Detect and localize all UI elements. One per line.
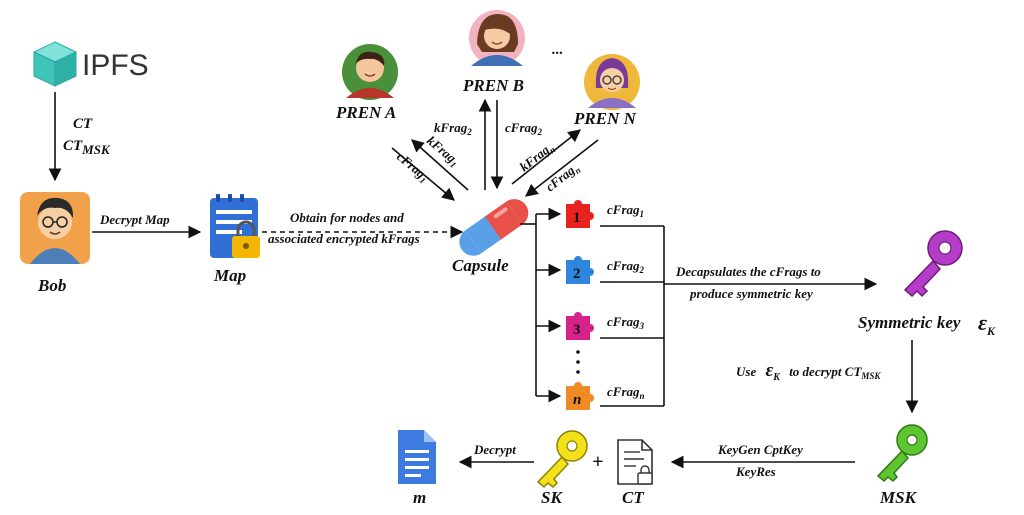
map-label: Map (213, 266, 246, 285)
yellow-key-icon (536, 430, 588, 489)
m-label: m (413, 488, 426, 507)
obtain-label-line1: Obtain for nodes and (290, 210, 404, 225)
decapsulate-label-line2: produce symmetric key (689, 286, 813, 301)
decapsulate-label-line1: Decapsulates the cFrags to (675, 264, 821, 279)
pren-n-kfrag-label: kFragn (517, 139, 558, 176)
decrypt-map-label: Decrypt Map (99, 212, 170, 227)
puzzle-piece-icon: 2 (566, 256, 594, 284)
ipfs-cube-icon (32, 41, 78, 87)
bob-avatar-icon (20, 192, 90, 264)
puzzle-piece-icon: 3 (566, 312, 594, 340)
pren-n-cfrag-label: cFragn (543, 159, 583, 195)
plaintext-document-icon (398, 430, 436, 484)
puzzle-piece-icon: 1 (566, 200, 594, 228)
bob-label: Bob (37, 276, 66, 295)
pren-a-kfrag-label: kFrag1 (423, 133, 463, 170)
capsule-to-pren-n-kfrag-arrow (511, 129, 582, 185)
ipfs-ctmsk-label: CTMSK (63, 138, 111, 157)
pren-b-label: PREN B (462, 76, 524, 95)
pren-a-to-capsule-cfrag-arrow (391, 147, 455, 201)
svg-text:2: 2 (573, 266, 581, 282)
pren-a-avatar-icon (342, 44, 398, 100)
decrypt-label: Decrypt (473, 442, 516, 457)
msk-label: MSK (879, 488, 918, 507)
pren-b-avatar-icon (469, 10, 525, 66)
ellipsis-dot (576, 370, 580, 374)
ipfs-label: IPFS (82, 49, 149, 82)
pren-n-to-capsule-cfrag-arrow (524, 139, 599, 197)
fragment-n-label: cFragn (607, 384, 645, 401)
keygen-label-line2: KeyRes (735, 464, 776, 479)
puzzle-piece-icon: n (566, 382, 594, 410)
pren-a-cfrag-label: cFrag1 (393, 149, 432, 186)
pren-a-label: PREN A (335, 103, 396, 122)
ellipsis-dot (576, 350, 580, 354)
capsule-to-pren-a-kfrag-arrow (411, 139, 469, 191)
symmetric-key-label: Symmetric key (858, 313, 961, 332)
green-key-icon (876, 424, 928, 483)
ellipsis-dot (576, 360, 580, 364)
keygen-label-line1: KeyGen CptKey (717, 442, 803, 457)
purple-key-icon (903, 230, 963, 298)
capsule-label: Capsule (452, 256, 509, 275)
capsule-pill-icon (459, 199, 529, 256)
obtain-label-line2: associated encrypted kFrags (268, 231, 420, 246)
svg-text:n: n (573, 392, 581, 408)
ipfs-ct-label: CT (73, 116, 93, 132)
svg-text:3: 3 (573, 322, 581, 338)
pren-b-cfrag-label: cFrag2 (505, 120, 543, 137)
fragment-2-label: cFrag2 (607, 258, 645, 275)
ciphertext-document-icon (617, 439, 653, 485)
lock-icon (232, 220, 260, 258)
fragment-3-label: cFrag3 (607, 314, 645, 331)
sk-label: SK (541, 488, 563, 507)
use-label: Use εK to decrypt CTMSK (736, 360, 881, 383)
epsilon-k-symbol: εK (978, 310, 996, 338)
pren-n-label: PREN N (573, 109, 637, 128)
plus-sign: + (592, 451, 603, 473)
fragment-1-label: cFrag1 (607, 202, 644, 219)
ellipsis-label: ... (552, 42, 563, 58)
pren-b-kfrag-label: kFrag2 (434, 120, 472, 137)
pren-n-avatar-icon (584, 54, 640, 110)
svg-text:1: 1 (573, 210, 581, 226)
ct-label: CT (622, 488, 644, 507)
